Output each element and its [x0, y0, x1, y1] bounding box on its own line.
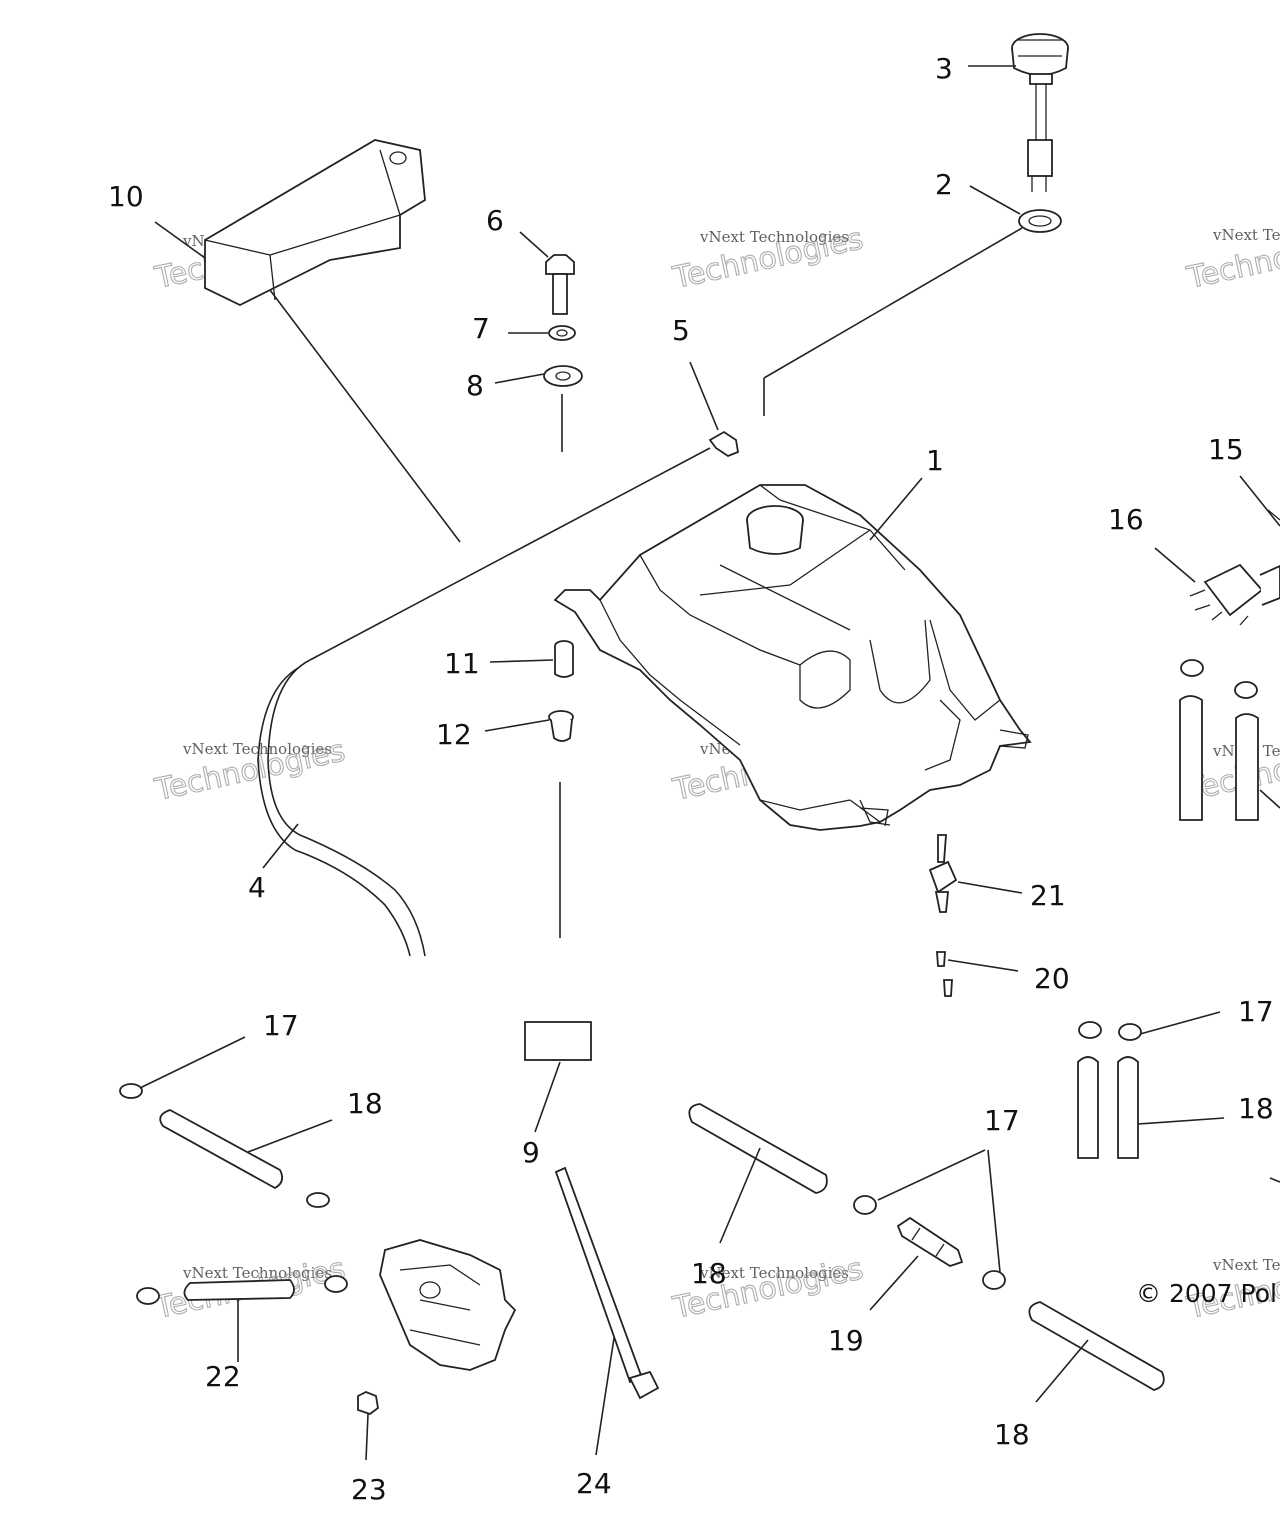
part-18-hose-bottom-right	[1028, 1301, 1165, 1391]
callout-6: 6	[486, 204, 504, 237]
part-18-hoses-right-lower	[1077, 1056, 1139, 1159]
part-21-fuel-valve	[928, 834, 958, 913]
part-17-clamp-center-2	[982, 1270, 1006, 1290]
part-9-label	[524, 1021, 592, 1061]
part-8-grommet	[543, 365, 583, 387]
callout-18-bottom: 18	[994, 1418, 1030, 1451]
svg-text:vNext Technologies: vNext Technologies	[1212, 226, 1280, 244]
callout-17-center: 17	[984, 1104, 1020, 1137]
watermark-top-center: vNext Technologies Technologies	[669, 221, 867, 297]
part-22-short-hose	[136, 1275, 348, 1305]
part-6-bolt	[545, 254, 575, 315]
part-11-spacer	[554, 640, 574, 678]
part-15-partial	[1267, 509, 1280, 521]
callout-18-right: 18	[1238, 1092, 1274, 1125]
callout-12: 12	[436, 718, 472, 751]
callout-9: 9	[522, 1136, 540, 1169]
part-17-clamps-right-upper	[1180, 659, 1258, 699]
svg-text:vNext Technologies: vNext Technologies	[699, 1264, 849, 1282]
callout-18-left: 18	[347, 1087, 383, 1120]
callout-8: 8	[466, 369, 484, 402]
part-23-nut	[357, 1391, 379, 1416]
callout-15: 15	[1208, 433, 1244, 466]
part-19-inline-fitting	[896, 1216, 964, 1267]
copyright-text: © 2007 Pol	[1136, 1279, 1277, 1308]
callout-20: 20	[1034, 962, 1070, 995]
part-12-rubber-mount	[548, 710, 574, 742]
part-5-vent-fitting	[708, 430, 740, 458]
svg-text:vNext Technologies: vNext Technologies	[699, 228, 849, 246]
part-2-gasket	[1018, 209, 1062, 233]
callout-11: 11	[444, 647, 480, 680]
part-17-clamps-right-lower	[1078, 1021, 1142, 1041]
part-17-clamp-center-1	[853, 1195, 877, 1215]
callout-17-right: 17	[1238, 995, 1274, 1028]
callout-22: 22	[205, 1360, 241, 1393]
callout-1: 1	[926, 444, 944, 477]
svg-text:vNext Technologies: vNext Technologies	[1212, 1256, 1280, 1274]
callout-17-left: 17	[263, 1009, 299, 1042]
part-1-fuel-tank	[553, 484, 1032, 831]
callout-4: 4	[248, 871, 266, 904]
watermark-mid-left: vNext Technologies Technologies	[151, 733, 349, 809]
callout-10: 10	[108, 180, 144, 213]
callout-2: 2	[935, 168, 953, 201]
part-7-washer	[548, 325, 576, 341]
part-17-clamp-left-2	[306, 1192, 330, 1208]
callout-23: 23	[351, 1473, 387, 1506]
part-4-vent-hose	[257, 659, 426, 957]
callout-7: 7	[472, 312, 490, 345]
part-18-hoses-right-upper	[1179, 695, 1259, 821]
part-fuel-pump	[379, 1239, 517, 1371]
part-17-clamp-left	[119, 1083, 143, 1099]
callout-21: 21	[1030, 879, 1066, 912]
callout-18-center: 18	[691, 1257, 727, 1290]
part-16-fuel-filter	[1189, 563, 1280, 626]
svg-text:vNext Technologies: vNext Technologies	[182, 1264, 332, 1282]
part-18-hose-left	[159, 1109, 284, 1190]
callout-3: 3	[935, 52, 953, 85]
watermark-top-right: vNext Technologies Technologies	[1183, 221, 1280, 297]
part-20-screws	[936, 951, 953, 997]
svg-text:vNext Technologies: vNext Technologies	[182, 740, 332, 758]
callout-19: 19	[828, 1324, 864, 1357]
callout-5: 5	[672, 314, 690, 347]
part-3-fuel-cap	[1011, 33, 1069, 192]
part-10-bracket	[204, 139, 426, 307]
leader-lines	[139, 65, 1280, 1461]
callout-24: 24	[576, 1467, 612, 1500]
callout-16: 16	[1108, 503, 1144, 536]
callout-labels: 1 2 3 4 5 6 7 8 9 10 11 12 15 16 17 17 1…	[108, 52, 1274, 1506]
part-24-cable-tie	[554, 1166, 660, 1400]
part-18-hose-center	[688, 1103, 828, 1194]
